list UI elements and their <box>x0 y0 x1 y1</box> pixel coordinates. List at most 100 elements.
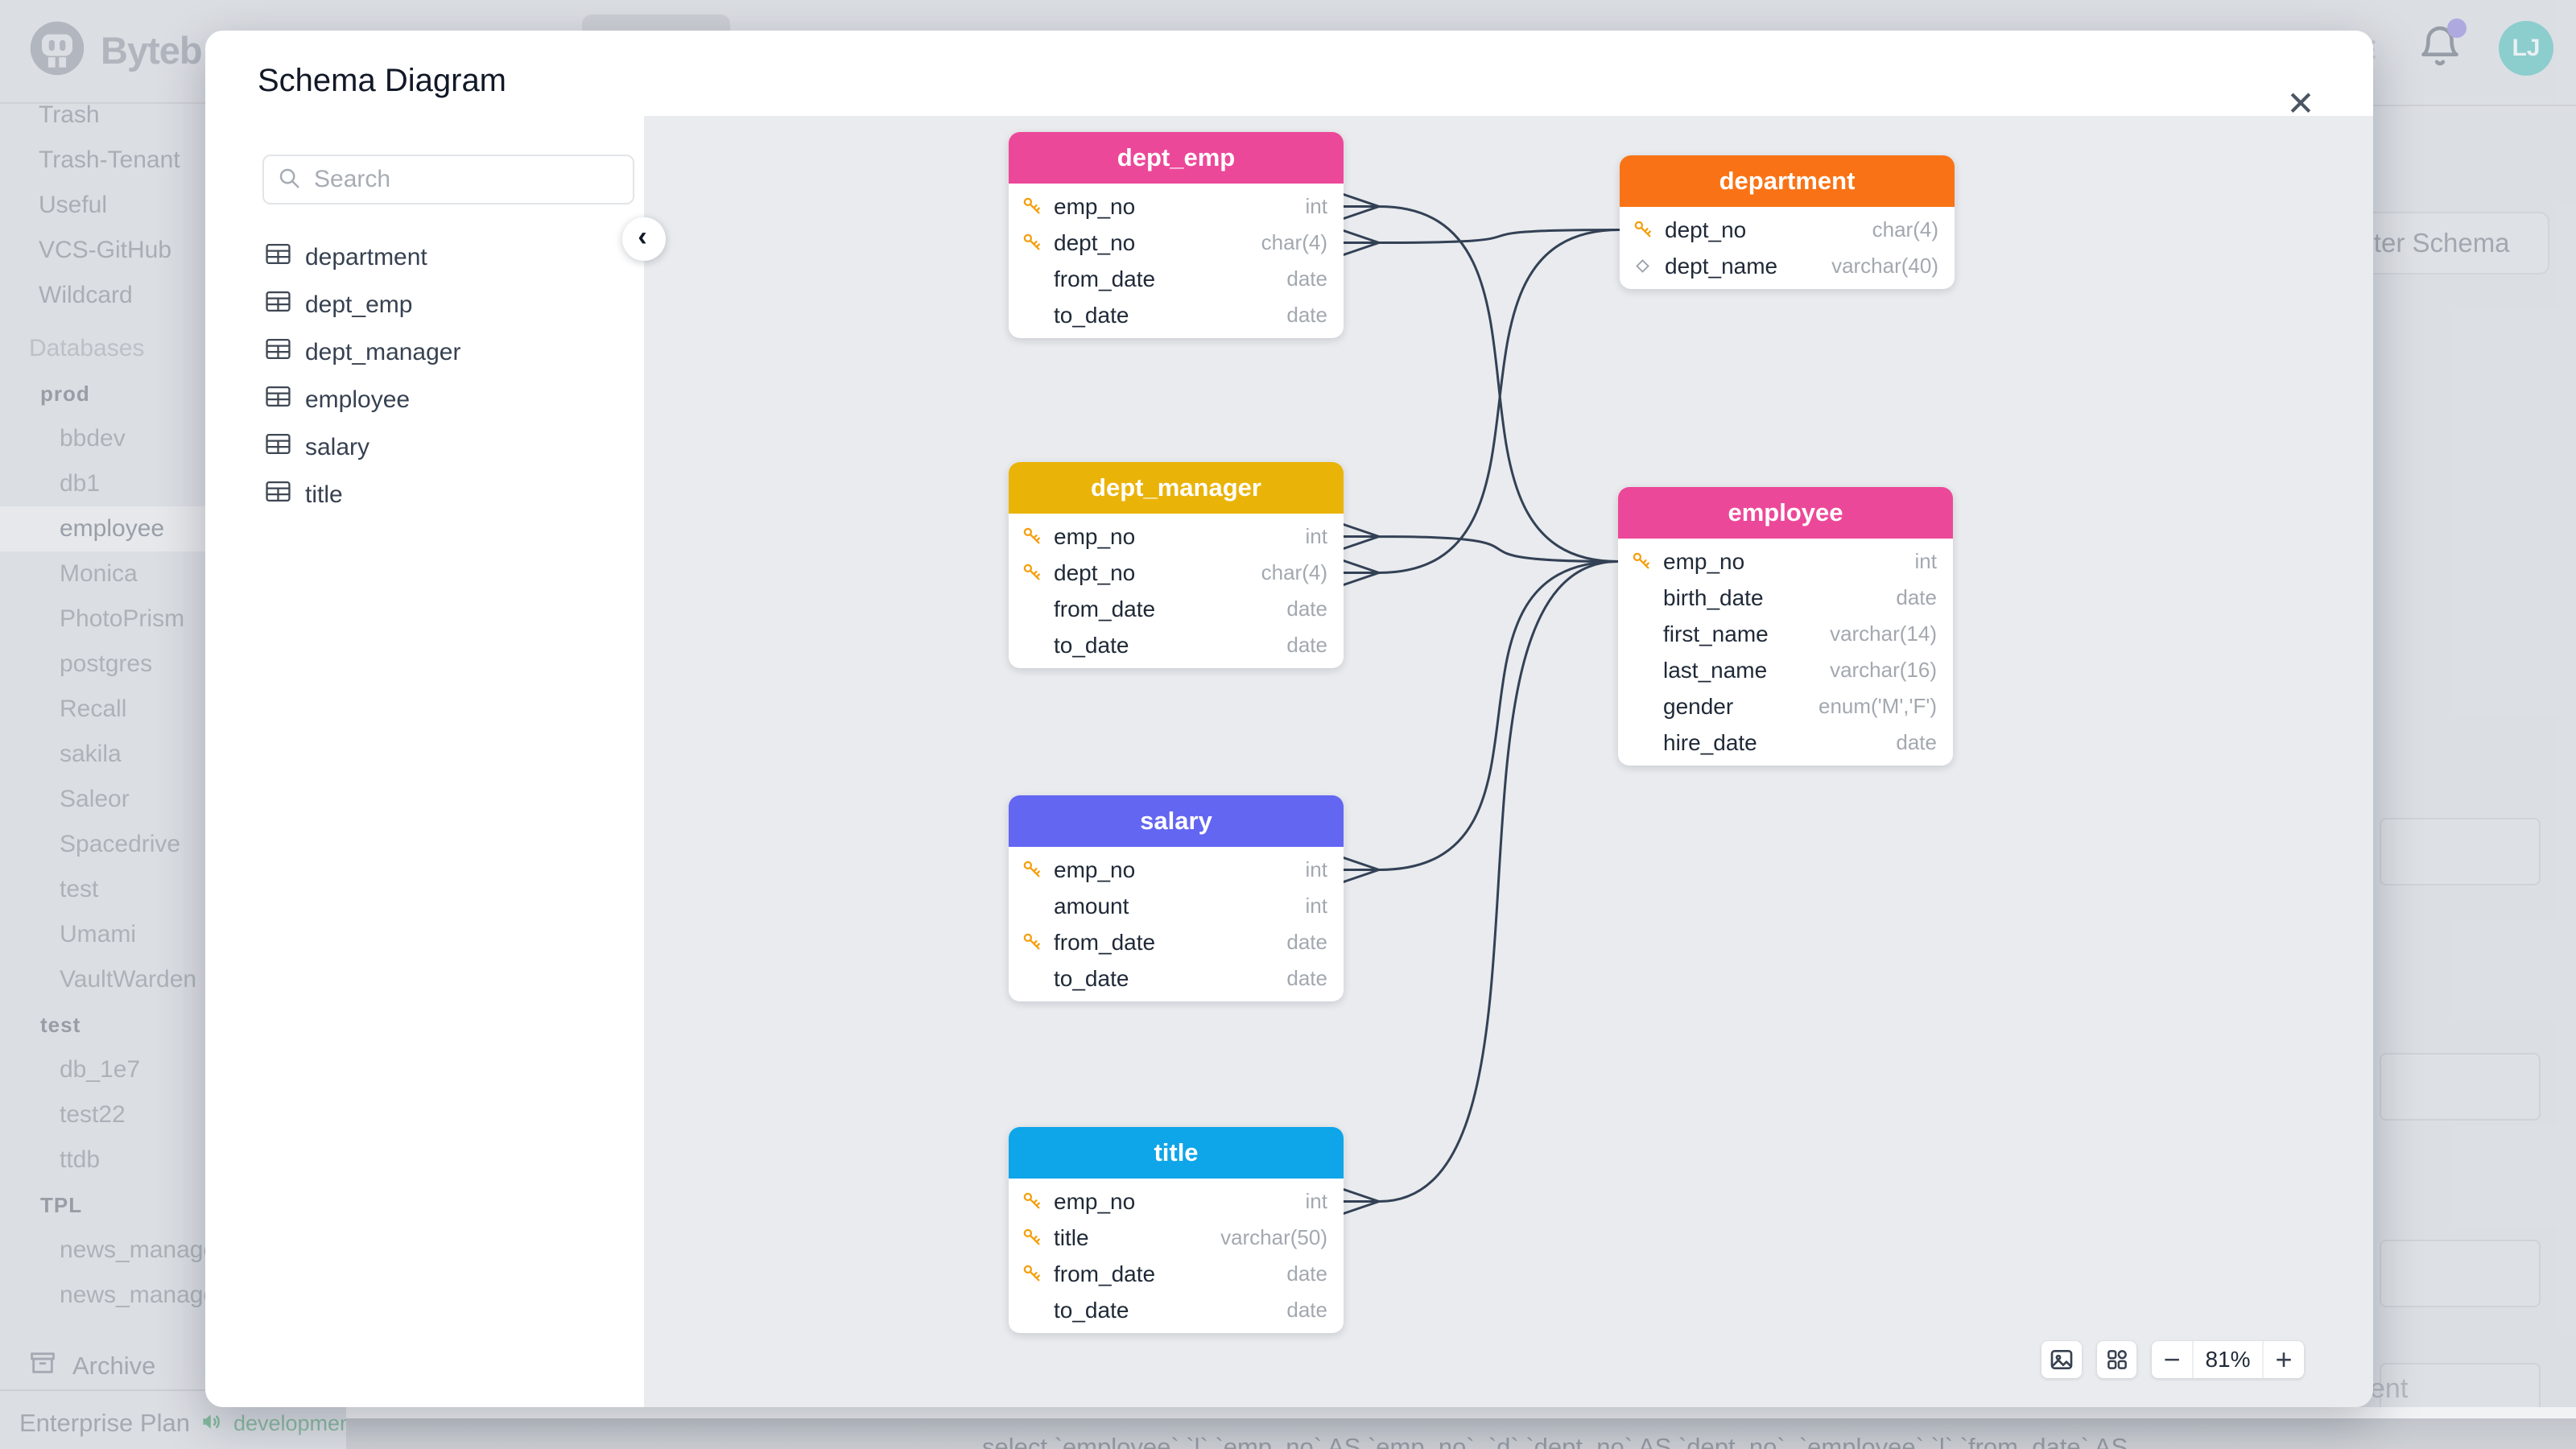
sql-preview-text: select `employee`.`l`.`emp_no` AS `emp_n… <box>982 1433 2128 1449</box>
sidebar-item-VaultWarden[interactable]: VaultWarden <box>60 966 197 993</box>
zoom-in-button[interactable]: + <box>2262 1341 2304 1378</box>
sidebar-item-Trash[interactable]: Trash <box>39 101 100 128</box>
brand-name: Byteb <box>101 29 203 72</box>
sql-editor-bar: select `employee`.`l`.`emp_no` AS `emp_n… <box>346 1418 2576 1449</box>
notification-dot <box>2447 18 2467 38</box>
image-icon <box>2050 1350 2073 1369</box>
sidebar-item-Recall[interactable]: Recall <box>60 696 127 722</box>
table-icon <box>266 433 291 461</box>
er-table-header: title <box>1009 1127 1344 1179</box>
avatar[interactable]: LJ <box>2499 21 2553 76</box>
relation-dept_emp.emp_no-to-employee.emp_no <box>1342 193 1620 563</box>
schema-table-item-title[interactable]: title <box>250 471 644 518</box>
index-diamond-icon <box>1633 256 1665 276</box>
sidebar-item-news_manage[interactable]: news_manage <box>60 1236 217 1263</box>
schema-table-item-dept_manager[interactable]: dept_manager <box>250 328 644 376</box>
export-image-button[interactable] <box>2041 1341 2082 1378</box>
primary-key-icon <box>1022 931 1054 953</box>
sidebar-item-Spacedrive[interactable]: Spacedrive <box>60 831 181 857</box>
schema-table-item-salary[interactable]: salary <box>250 423 644 471</box>
bytebase-logo-icon <box>27 18 88 83</box>
sidebar-item-Wildcard[interactable]: Wildcard <box>39 282 133 308</box>
auto-layout-button[interactable] <box>2097 1341 2136 1378</box>
sidebar-item-Saleor[interactable]: Saleor <box>60 786 130 812</box>
sidebar-item-bbdev[interactable]: bbdev <box>60 425 126 452</box>
relation-dept_emp.dept_no-to-department.dept_no <box>1342 229 1621 256</box>
primary-key-icon <box>1631 551 1663 572</box>
table-icon <box>266 481 291 509</box>
background-panel-row <box>2380 1240 2541 1307</box>
sidebar-item-db_1e7[interactable]: db_1e7 <box>60 1056 141 1083</box>
sidebar-item-Monica[interactable]: Monica <box>60 560 138 587</box>
archive-icon <box>29 1349 56 1383</box>
schema-table-item-employee[interactable]: employee <box>250 376 644 423</box>
sidebar-item-db1[interactable]: db1 <box>60 470 101 497</box>
sidebar-item-postgres[interactable]: postgres <box>60 650 153 677</box>
table-list-panel: departmentdept_empdept_manageremployeesa… <box>250 121 644 1401</box>
close-icon[interactable]: ✕ <box>2286 84 2315 122</box>
schema-table-item-department[interactable]: department <box>250 233 644 281</box>
sidebar-item-Trash-Tenant[interactable]: Trash-Tenant <box>39 147 180 173</box>
schema-table-item-dept_emp[interactable]: dept_emp <box>250 281 644 328</box>
search-input[interactable] <box>312 165 620 194</box>
plan-row: Enterprise Plan development <box>19 1409 358 1438</box>
background-panel-row <box>2380 818 2541 886</box>
relation-salary.emp_no-to-employee.emp_no <box>1342 560 1620 883</box>
primary-key-icon <box>1022 232 1054 254</box>
er-table-header: salary <box>1009 795 1344 847</box>
grid-layout-icon <box>2107 1350 2127 1369</box>
notifications-bell-icon[interactable] <box>2417 18 2467 74</box>
sidebar-item-PhotoPrism[interactable]: PhotoPrism <box>60 605 185 632</box>
sidebar-item-test[interactable]: test <box>40 1012 81 1037</box>
sidebar-item-test[interactable]: test <box>60 876 99 902</box>
topbar-border <box>2373 105 2576 106</box>
sidebar-item-TPL[interactable]: TPL <box>40 1192 83 1217</box>
sidebar-divider <box>0 102 346 104</box>
sidebar-item-ttdb[interactable]: ttdb <box>60 1146 101 1173</box>
zoom-out-button[interactable]: − <box>2152 1341 2194 1378</box>
primary-key-icon <box>1633 219 1665 241</box>
environment-label: development <box>233 1410 358 1435</box>
sidebar-item-Umami[interactable]: Umami <box>60 921 136 947</box>
sidebar-item-prod[interactable]: prod <box>40 381 90 406</box>
table-icon <box>266 338 291 366</box>
brand-logo[interactable]: Byteb <box>27 18 203 83</box>
relation-edges <box>1342 193 1621 1215</box>
sidebar-item-archive[interactable]: Archive <box>29 1349 155 1383</box>
collapse-panel-button[interactable]: ‹ <box>622 217 666 261</box>
er-table-header: employee <box>1618 487 1953 539</box>
search-box <box>262 155 634 204</box>
table-icon <box>266 243 291 271</box>
sidebar-item-test22[interactable]: test22 <box>60 1101 126 1128</box>
sidebar-item-Useful[interactable]: Useful <box>39 192 108 218</box>
sidebar-item-VCS-GitHub[interactable]: VCS-GitHub <box>39 237 172 263</box>
sidebar-item-news_manage[interactable]: news_manage <box>60 1282 217 1308</box>
sidebar-item-sakila[interactable]: sakila <box>60 741 122 767</box>
plan-label: Enterprise Plan <box>19 1409 190 1437</box>
er-table-header: dept_emp <box>1009 132 1344 184</box>
primary-key-icon <box>1022 562 1054 584</box>
